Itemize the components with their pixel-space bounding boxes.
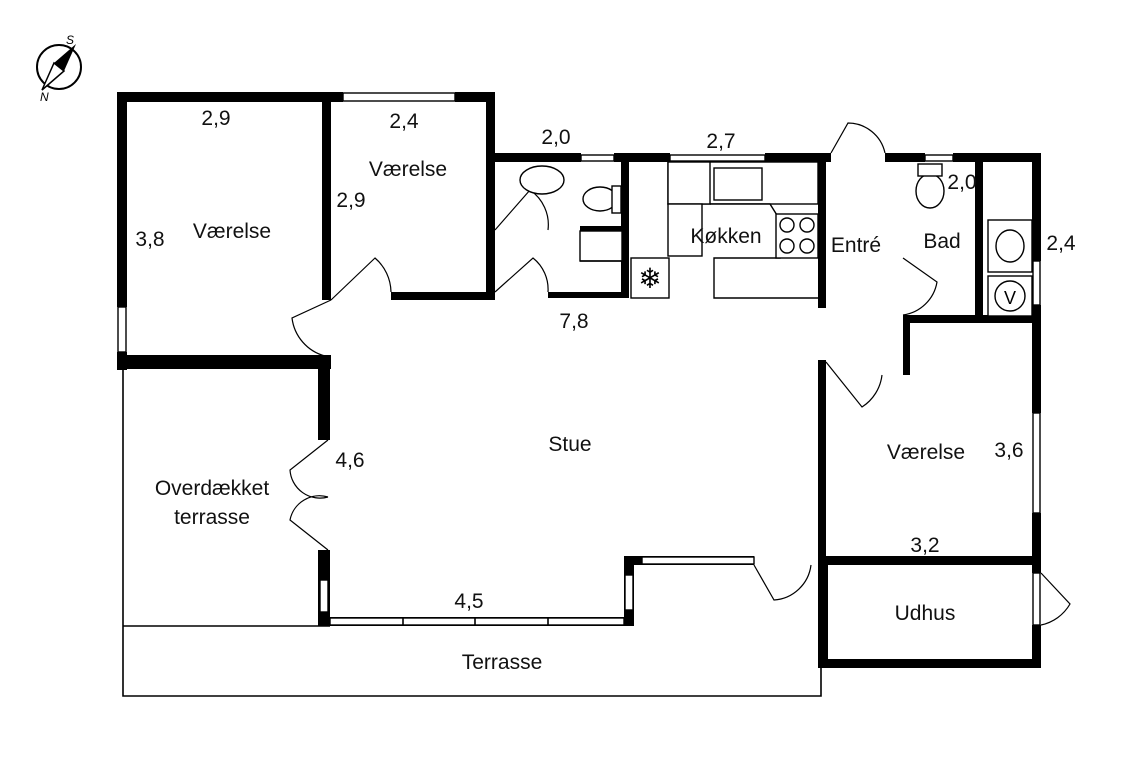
room-label-overdaekket-line2: terrasse — [174, 506, 250, 529]
windows — [117, 92, 1041, 626]
dimension-label: 2,4 — [1046, 232, 1076, 255]
dimension-label: 3,2 — [910, 534, 939, 557]
dimension-label: 2,9 — [201, 107, 230, 130]
dimension-label: 2,0 — [947, 171, 976, 194]
room-label-vaerelse-west: Værelse — [193, 220, 271, 243]
room-label-vaerelse-north: Værelse — [369, 158, 447, 181]
dimension-label: 2,9 — [336, 189, 365, 212]
dimension-label: 2,7 — [706, 130, 735, 153]
compass-north-label: N — [40, 90, 49, 104]
room-labels: Værelse Værelse Køkken Entré Bad Stue Væ… — [155, 158, 965, 674]
walls — [117, 92, 1041, 668]
dimension-label: 2,0 — [541, 126, 570, 149]
svg-text:❄: ❄ — [638, 262, 661, 295]
dimension-label: 3,6 — [994, 439, 1023, 462]
room-label-kokken: Køkken — [690, 225, 761, 248]
room-label-terrasse: Terrasse — [462, 651, 543, 674]
dimension-label: 3,8 — [135, 228, 164, 251]
svg-text:V: V — [1004, 288, 1016, 308]
dimension-label: 7,8 — [559, 310, 588, 333]
room-label-stue: Stue — [548, 433, 591, 456]
dimension-label: 2,4 — [389, 110, 419, 133]
room-label-vaerelse-east: Værelse — [887, 441, 965, 464]
dimension-labels: 2,9 3,8 2,4 2,9 2,0 2,7 2,0 2,4 7,8 4,6 … — [135, 107, 1076, 613]
terrace-outlines — [122, 362, 822, 697]
compass-icon: S N — [36, 33, 82, 104]
compass-south-label: S — [66, 33, 74, 47]
room-label-entre: Entré — [831, 234, 881, 257]
dimension-label: 4,6 — [335, 449, 364, 472]
room-label-bad: Bad — [923, 230, 960, 253]
room-label-overdaekket-line1: Overdækket — [155, 477, 270, 500]
fixtures: ❄ V — [519, 161, 1033, 317]
doors — [289, 122, 1071, 626]
room-label-udhus: Udhus — [895, 602, 956, 625]
dimension-label: 4,5 — [454, 590, 483, 613]
